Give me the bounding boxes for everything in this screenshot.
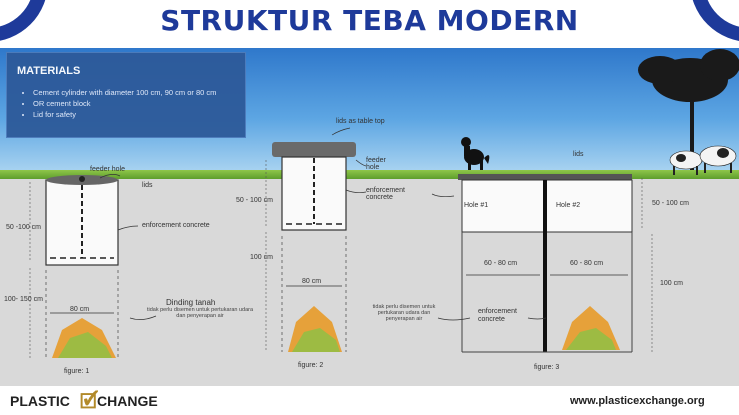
- fig3-hole1-label: Hole #1: [464, 202, 489, 209]
- fig2-width-label: 80 cm: [302, 278, 322, 285]
- fig3-height-top-label: 50 - 100 cm: [652, 200, 689, 207]
- fig2-enforcement-label: enforcement concrete: [366, 187, 405, 201]
- fig3-width1-label: 60 - 80 cm: [484, 260, 518, 267]
- materials-item: Lid for safety: [33, 109, 216, 120]
- fig2-note-label: tidak perlu disemen untuk pertukaran uda…: [372, 304, 436, 322]
- fig1-height-top-label: 50 -100 cm: [6, 224, 42, 231]
- dog-illustration: [461, 137, 490, 170]
- materials-list: Cement cylinder with diameter 100 cm, 90…: [33, 87, 216, 120]
- tree-illustration: [638, 49, 739, 170]
- fig3-depth-label: 100 cm: [660, 280, 683, 287]
- fig3-hole2-label: Hole #2: [556, 202, 581, 209]
- figure-2-drawing: [265, 127, 367, 352]
- materials-box: MATERIALS Cement cylinder with diameter …: [6, 52, 246, 138]
- figure-1-drawing: [29, 174, 157, 358]
- materials-heading: MATERIALS: [17, 65, 81, 77]
- footer: PLASTIC 🗹 CHANGE www.plasticexchange.org: [0, 386, 739, 415]
- fig3-enforcement-label: enforcement concrete: [478, 308, 517, 323]
- materials-item: Cement cylinder with diameter 100 cm, 90…: [33, 87, 216, 98]
- brand-name-left: PLASTIC: [10, 393, 70, 409]
- page-title: STRUKTUR TEBA MODERN: [160, 4, 579, 37]
- fig1-dinding-label: Dinding tanah: [166, 298, 216, 307]
- fig1-note-label: tidak perlu disemen untuk pertukaran uda…: [146, 307, 254, 319]
- figure-3-drawing: [431, 174, 653, 353]
- fig2-feeder-hole-label: feeder hole: [366, 157, 386, 171]
- website-link[interactable]: www.plasticexchange.org: [570, 395, 705, 407]
- cow-illustration: [669, 145, 737, 175]
- header-band: [0, 0, 739, 48]
- fig2-height-top-label: 50 - 100 cm: [236, 197, 273, 204]
- fig2-lids-table-label: lids as table top: [336, 118, 385, 125]
- fig3-width2-label: 60 - 80 cm: [570, 260, 604, 267]
- fig2-caption: figure: 2: [298, 362, 324, 369]
- fig1-enforcement-label: enforcement concrete: [142, 222, 210, 229]
- fig1-caption: figure: 1: [64, 368, 90, 375]
- brand-logo-icon: 🗹: [80, 391, 98, 413]
- materials-item: OR cement block: [33, 98, 216, 109]
- fig1-lids-label: lids: [142, 182, 153, 189]
- fig2-depth-label: 100 cm: [250, 254, 273, 261]
- brand-name-right: CHANGE: [97, 393, 158, 409]
- fig3-lids-label: lids: [573, 151, 584, 158]
- fig1-depth-label: 100- 150 cm: [4, 296, 43, 303]
- grass-strip: [0, 170, 739, 179]
- fig1-feeder-hole-label: feeder hole: [90, 166, 126, 173]
- fig1-width-label: 80 cm: [70, 306, 90, 313]
- fig3-caption: figure: 3: [534, 364, 560, 371]
